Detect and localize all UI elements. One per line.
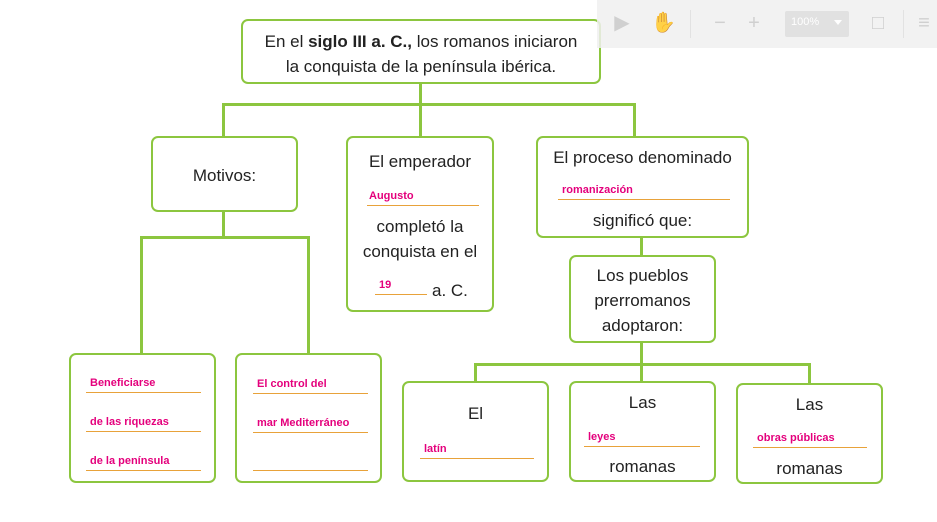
pueblos-line1: Los pueblos [596, 266, 689, 285]
answer-underline [86, 470, 201, 471]
top-line2: la conquista de la península ibérica. [285, 57, 557, 76]
zoom-value: 100% [791, 16, 820, 28]
top-prefix: En el [264, 32, 309, 51]
top-suffix: los romanos iniciaron [412, 32, 578, 51]
connector [140, 236, 143, 354]
motivos-title: Motivos: [192, 166, 257, 185]
answer-motivo-1c[interactable]: de la península [90, 455, 170, 467]
result-box-1: El latín [402, 381, 549, 482]
connector [307, 236, 310, 354]
answer-motivo-1b[interactable]: de las riquezas [90, 416, 169, 428]
emperador-line3: conquista en el [362, 242, 478, 261]
motivo-box-2: El control del mar Mediterráneo [235, 353, 382, 483]
pueblos-line2: prerromanos [594, 291, 691, 310]
answer-result-3[interactable]: obras públicas [757, 432, 835, 444]
connector [633, 103, 636, 137]
connector [640, 236, 643, 256]
emperador-box: El emperador Augusto completó la conquis… [346, 136, 494, 312]
answer-underline [86, 431, 201, 432]
result-1-top: El [467, 404, 484, 423]
answer-motivo-1a[interactable]: Beneficiarse [90, 377, 156, 389]
answer-motivo-2b[interactable]: mar Mediterráneo [257, 417, 350, 429]
hand-icon[interactable]: ✋ [651, 12, 676, 34]
result-3-bottom: romanas [776, 459, 843, 478]
answer-underline [253, 432, 368, 433]
zoom-select[interactable]: 100% [785, 11, 849, 37]
answer-result-2[interactable]: leyes [588, 431, 616, 443]
emperador-line1: El emperador [368, 152, 472, 171]
pointer-icon[interactable]: ▶ [614, 12, 630, 34]
motivos-box: Motivos: [151, 136, 298, 212]
connector [640, 341, 643, 365]
connector [222, 103, 225, 137]
connector [474, 363, 477, 382]
result-box-3: Las obras públicas romanas [736, 383, 883, 484]
answer-emperador[interactable]: Augusto [369, 190, 414, 202]
chevron-down-icon [834, 20, 842, 25]
connector [640, 363, 643, 382]
answer-underline [86, 392, 201, 393]
fit-page-icon[interactable]: □ [871, 12, 885, 34]
answer-proceso[interactable]: romanización [562, 184, 633, 196]
result-box-2: Las leyes romanas [569, 381, 716, 482]
result-3-top: Las [795, 395, 824, 414]
answer-motivo-2a[interactable]: El control del [257, 378, 327, 390]
answer-underline [420, 458, 534, 459]
proceso-line2: significó que: [592, 211, 693, 230]
connector [808, 363, 811, 384]
connector [140, 236, 310, 239]
answer-underline [584, 446, 700, 447]
zoom-out-icon[interactable]: − [714, 12, 726, 34]
emperador-suffix: a. C. [432, 281, 468, 300]
answer-underline [253, 470, 368, 471]
answer-underline [375, 294, 427, 295]
toolbar-separator [690, 10, 691, 38]
result-2-bottom: romanas [609, 457, 676, 476]
answer-underline [367, 205, 479, 206]
connector [419, 83, 422, 105]
answer-underline [253, 393, 368, 394]
toolbar-separator [903, 10, 904, 38]
connector [222, 210, 225, 238]
pueblos-box: Los pueblos prerromanos adoptaron: [569, 255, 716, 343]
top-bold: siglo III a. C., [308, 32, 413, 51]
connector [419, 103, 422, 137]
viewer-toolbar: ▶ ✋ − + 100% □ ≡ [597, 0, 937, 48]
result-2-top: Las [628, 393, 657, 412]
motivo-box-1: Beneficiarse de las riquezas de la penín… [69, 353, 216, 483]
menu-icon[interactable]: ≡ [918, 12, 930, 34]
proceso-box: El proceso denominado romanización signi… [536, 136, 749, 238]
top-text: En el siglo III a. C., los romanos inici… [243, 29, 599, 54]
pueblos-line3: adoptaron: [601, 316, 684, 335]
connector [222, 103, 635, 106]
answer-underline [753, 447, 867, 448]
answer-underline [558, 199, 730, 200]
top-box: En el siglo III a. C., los romanos inici… [241, 19, 601, 84]
emperador-line2: completó la [376, 217, 464, 236]
answer-result-1[interactable]: latín [424, 443, 447, 455]
answer-year[interactable]: 19 [379, 279, 392, 291]
zoom-in-icon[interactable]: + [748, 12, 760, 34]
proceso-line1: El proceso denominado [553, 148, 732, 167]
